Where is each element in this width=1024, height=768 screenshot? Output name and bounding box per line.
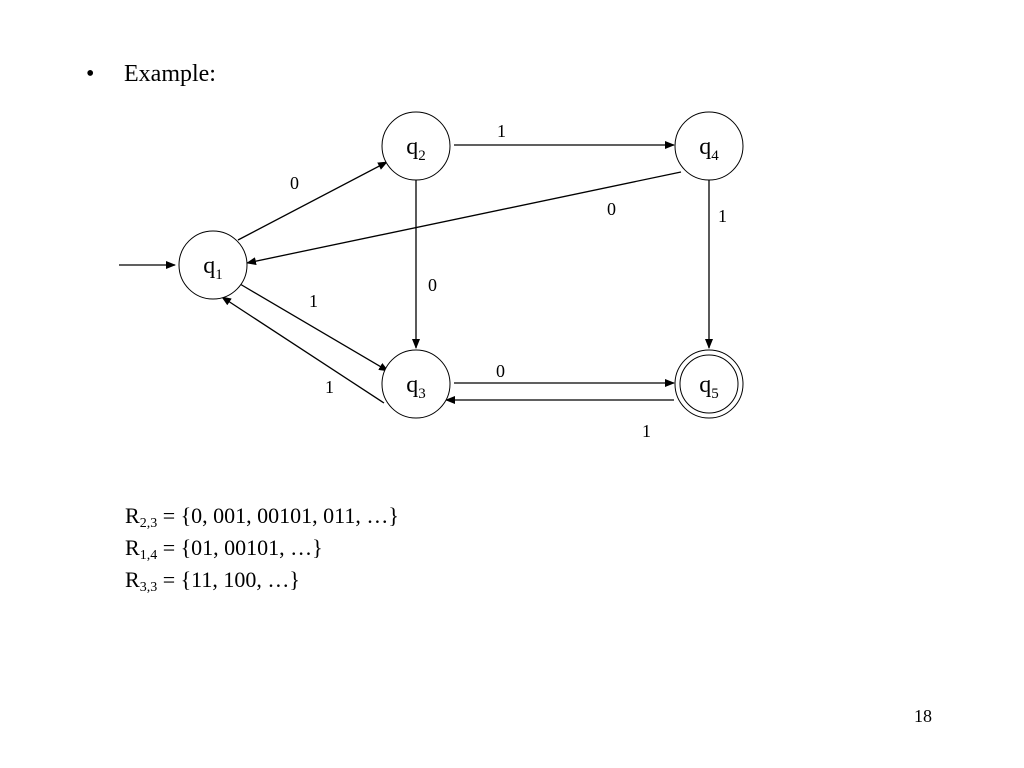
slide-heading: Example: bbox=[124, 61, 216, 87]
state-q3-circle bbox=[381, 349, 451, 419]
bullet-dot: • bbox=[86, 61, 95, 87]
state-q2-label: q2 bbox=[406, 134, 426, 164]
set-value: = {0, 001, 00101, 011, …} bbox=[157, 503, 399, 528]
state-q3-label: q3 bbox=[406, 372, 426, 402]
edge-q1-q2 bbox=[237, 161, 388, 241]
state-q2: q2 bbox=[381, 111, 451, 181]
set-subscript: 3,3 bbox=[139, 580, 158, 595]
state-q3: q3 bbox=[381, 349, 451, 419]
bullet-item: • Example: bbox=[86, 58, 216, 90]
set-r23: R2,3 = {0, 001, 00101, 011, …} bbox=[125, 500, 399, 532]
set-symbol: R bbox=[125, 535, 140, 560]
state-q4-label: q4 bbox=[699, 134, 719, 164]
state-q5-label: q5 bbox=[699, 372, 719, 402]
edge-q3-q1 bbox=[221, 296, 385, 404]
state-q4-circle bbox=[674, 111, 744, 181]
edge-label-q4-q1: 0 bbox=[607, 199, 616, 219]
edge-q1-q3 bbox=[239, 283, 389, 372]
state-q1-label: q1 bbox=[203, 253, 223, 283]
edge-q4-q1 bbox=[246, 171, 682, 266]
state-q5: q5 bbox=[674, 349, 744, 419]
edge-label-q2-q3: 0 bbox=[428, 275, 437, 295]
state-q2-circle bbox=[381, 111, 451, 181]
set-symbol: R bbox=[125, 503, 140, 528]
edge-label-q3-q1: 1 bbox=[325, 377, 334, 397]
set-subscript: 1,4 bbox=[139, 548, 158, 563]
set-r33: R3,3 = {11, 100, …} bbox=[125, 564, 399, 596]
edge-label-q2-q4: 1 bbox=[497, 121, 506, 141]
edge-label-q3-q5: 0 bbox=[496, 361, 505, 381]
set-value: = {01, 00101, …} bbox=[157, 535, 323, 560]
set-subscript: 2,3 bbox=[139, 516, 158, 531]
set-r14: R1,4 = {01, 00101, …} bbox=[125, 532, 399, 564]
state-q1: q1 bbox=[178, 230, 248, 300]
edge-label-q4-q5: 1 bbox=[718, 206, 727, 226]
edge-label-q1-q3: 1 bbox=[309, 291, 318, 311]
page-number: 18 bbox=[914, 706, 932, 726]
language-sets: R2,3 = {0, 001, 00101, 011, …} R1,4 = {0… bbox=[125, 500, 399, 596]
set-value: = {11, 100, …} bbox=[157, 567, 300, 592]
state-q1-circle bbox=[178, 230, 248, 300]
edge-label-q1-q2: 0 bbox=[290, 173, 299, 193]
state-q4: q4 bbox=[674, 111, 744, 181]
edge-label-q5-q3: 1 bbox=[642, 421, 651, 441]
set-symbol: R bbox=[125, 567, 140, 592]
state-q5-inner-circle bbox=[679, 354, 739, 414]
